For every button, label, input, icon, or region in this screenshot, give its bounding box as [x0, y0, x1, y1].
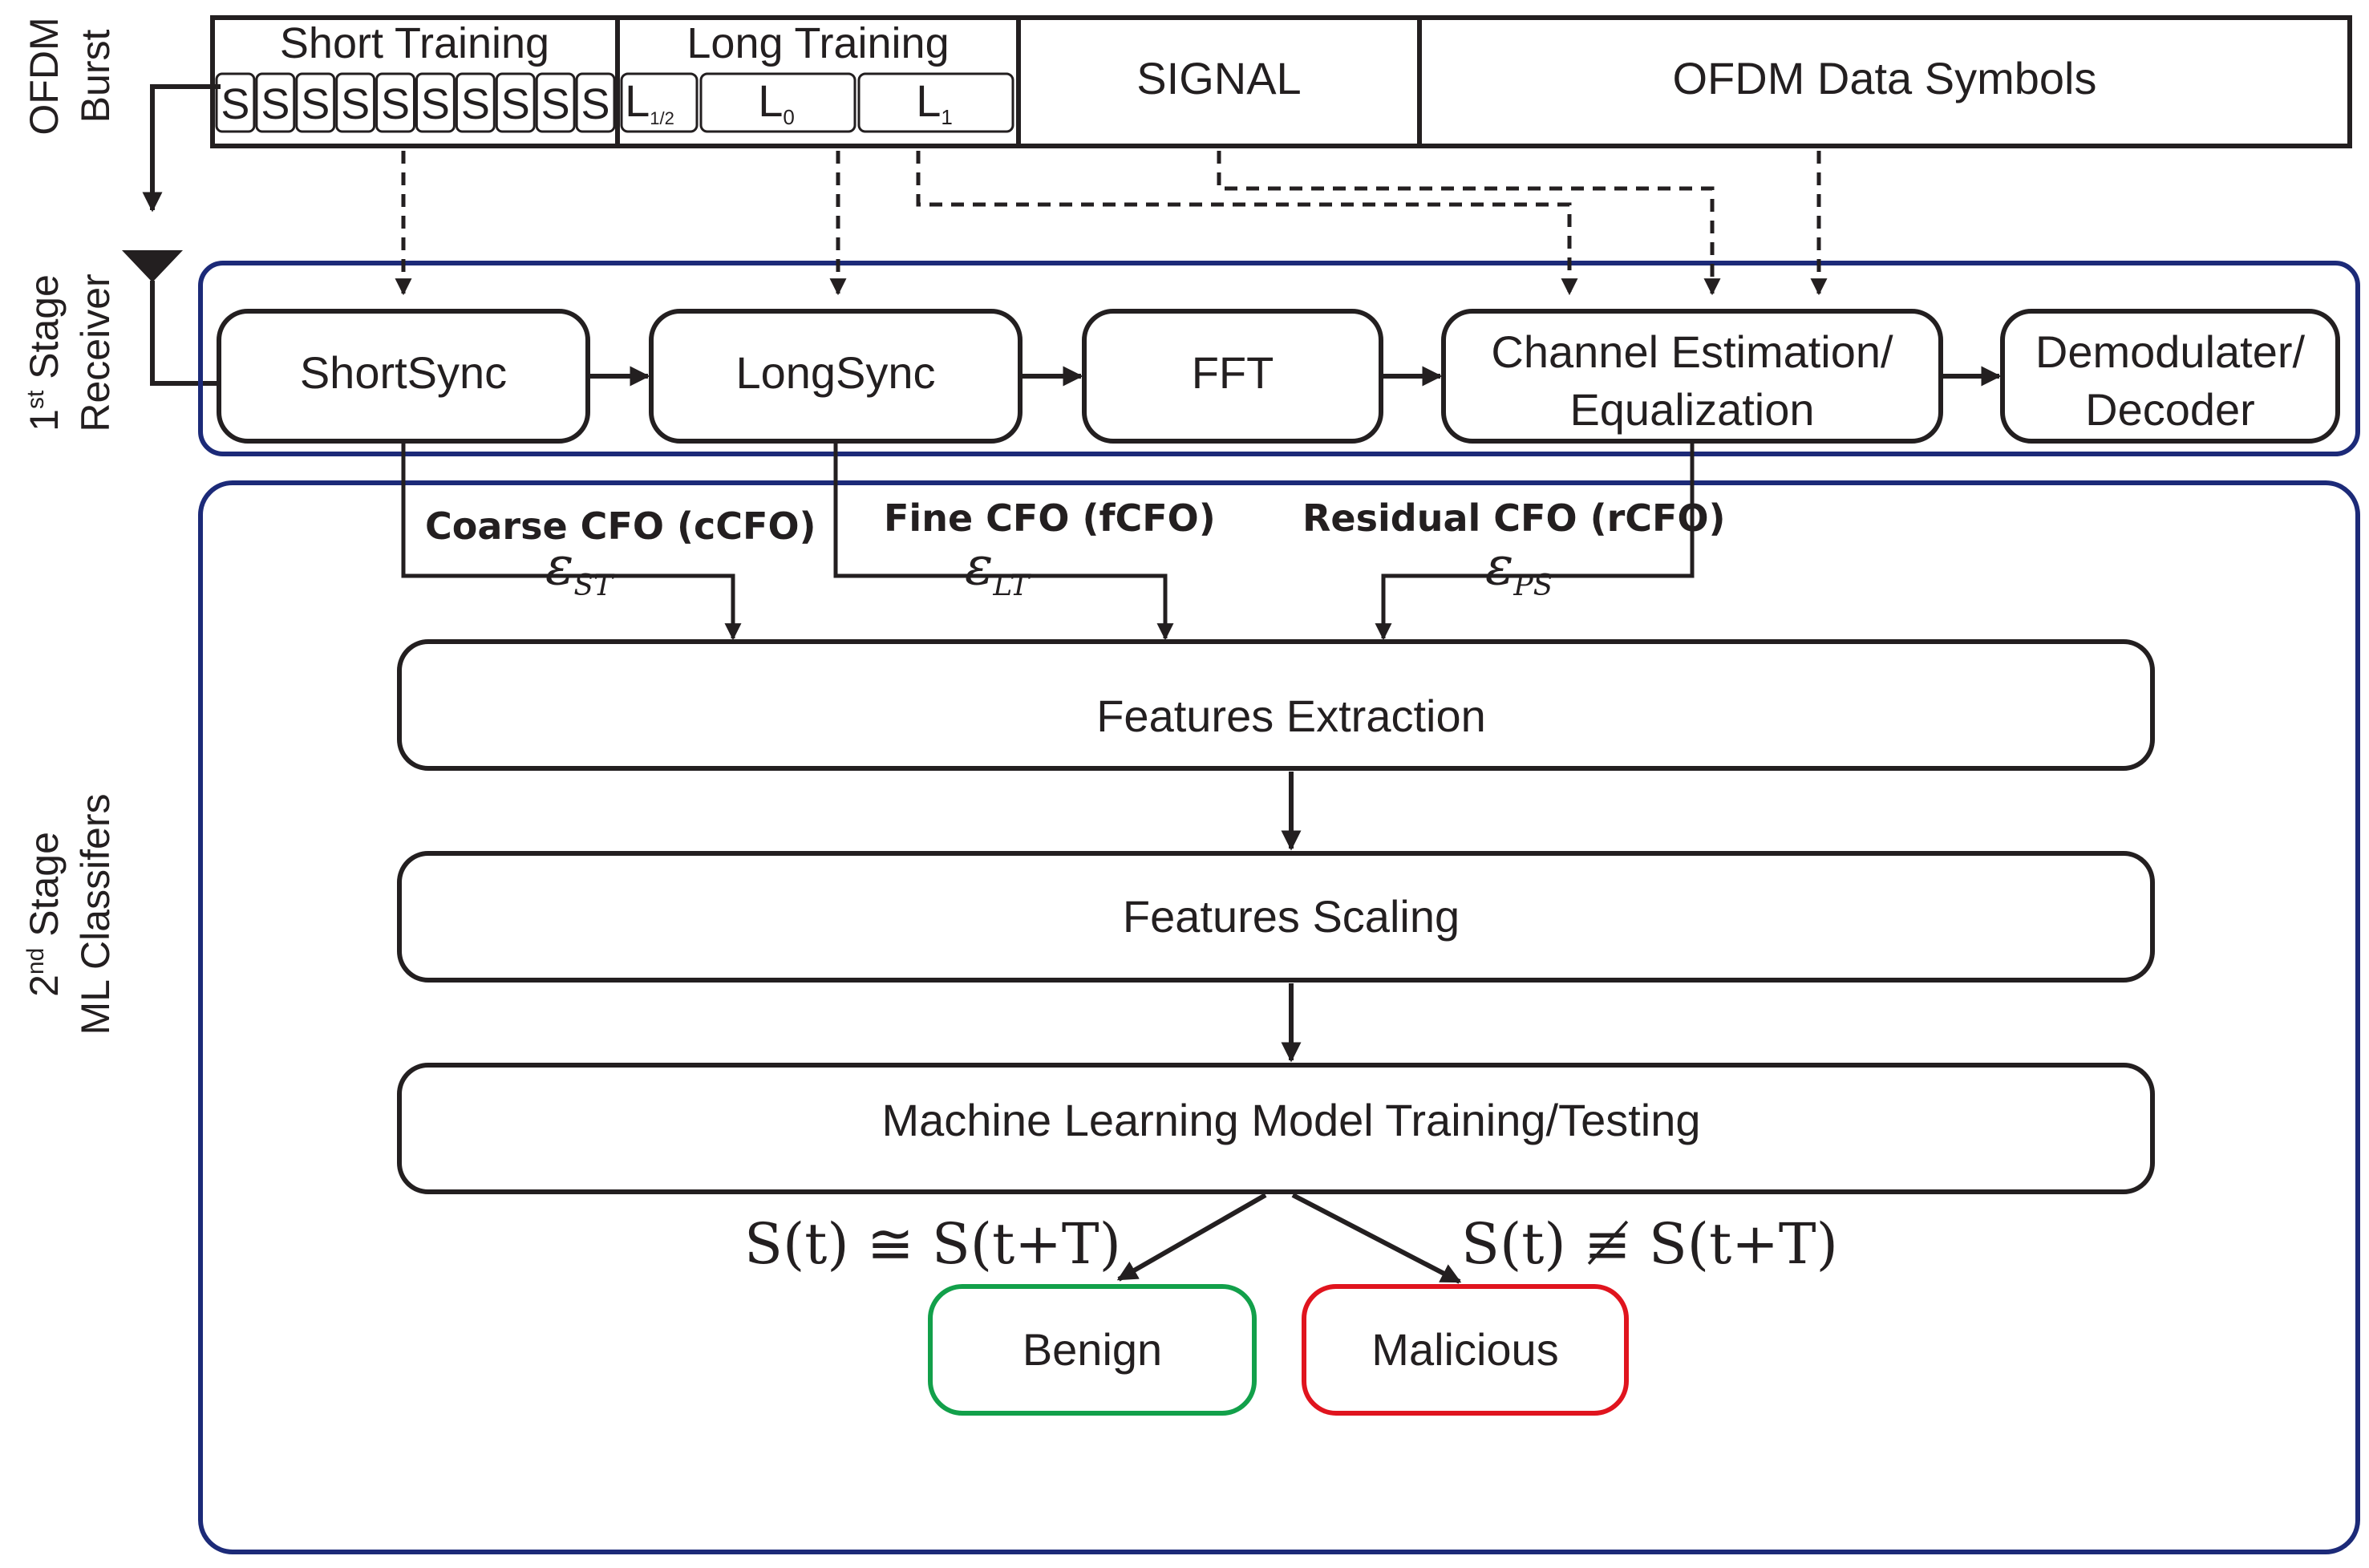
- short-training-label: Short Training: [280, 19, 549, 67]
- stage1-receiver-box: [198, 261, 2360, 456]
- stage2-word: Stage: [22, 832, 67, 937]
- short-symbol-label: S: [301, 80, 330, 128]
- features-extraction-label: Features Extraction: [1096, 691, 1486, 741]
- l-half-symbol: L1/2: [625, 75, 674, 128]
- svg-text:1st Stage: 1st Stage: [22, 274, 67, 432]
- long-training-symbols: [620, 72, 1014, 133]
- short-symbol-label: S: [581, 80, 610, 128]
- svg-text:OFDM: OFDM: [22, 17, 67, 135]
- short-symbol-label: S: [261, 80, 290, 128]
- stage1-sup: st: [22, 390, 49, 409]
- epsilon-st: εST: [545, 535, 615, 602]
- short-symbol-cell: [415, 72, 456, 133]
- dashed-feeds: [395, 151, 1828, 296]
- antenna-icon: [122, 250, 219, 386]
- benign-label: Benign: [1023, 1324, 1162, 1375]
- malicious-label: Malicious: [1371, 1324, 1558, 1375]
- ofdm-burst-side-label: OFDM Burst: [22, 17, 118, 135]
- epsilon-lt: εLT: [965, 535, 1031, 602]
- short-symbol-cell: [255, 72, 296, 133]
- fine-cfo-label: Fine CFO (fCFO): [884, 496, 1216, 540]
- short-symbol-label: S: [341, 80, 370, 128]
- side-label-ofdm: OFDM: [22, 17, 67, 135]
- side-label-burst: Burst: [73, 30, 118, 124]
- svg-text:Receiver: Receiver: [73, 273, 118, 432]
- l0-symbol: L0: [758, 75, 795, 129]
- stage2-num: 2: [22, 974, 67, 997]
- short-symbol-label: S: [541, 80, 570, 128]
- svg-text:ML Classifers: ML Classifers: [73, 794, 118, 1035]
- short-symbol-cell: [495, 72, 536, 133]
- features-scaling-label: Features Scaling: [1123, 891, 1460, 942]
- longsync-label: LongSync: [735, 347, 935, 398]
- demodulator-label-1: Demodulater/: [2035, 326, 2306, 377]
- coarse-cfo-label: Coarse CFO (cCFO): [425, 504, 816, 548]
- demodulator-label-2: Decoder: [2085, 384, 2255, 435]
- short-symbol-cell: [295, 72, 336, 133]
- stage1-receiver: Receiver: [73, 273, 118, 432]
- short-symbol-label: S: [461, 80, 490, 128]
- stage1-num: 1: [22, 409, 67, 432]
- stage2-sup: nd: [22, 948, 49, 974]
- malicious-box: [1302, 1284, 1629, 1416]
- benign-box: [928, 1284, 1257, 1416]
- ml-model-block: [397, 1063, 2155, 1194]
- ml-blocks: [397, 639, 2155, 1194]
- ml-flow-arrows: [1116, 772, 1462, 1284]
- epsilon-ps: εPS: [1485, 535, 1553, 602]
- ofdm-data-symbols-field: OFDM Data Symbols: [1673, 53, 2097, 103]
- features-extraction-block: [397, 639, 2155, 771]
- stage1-side-label: 1st Stage Receiver: [22, 273, 118, 432]
- features-scaling-block: [397, 851, 2155, 983]
- input-signal-path: [142, 84, 221, 213]
- short-symbol-cell: [335, 72, 376, 133]
- short-symbol-cell: [575, 72, 616, 133]
- malicious-condition: S(t) ≢ S(t+T): [1461, 1211, 1838, 1277]
- stage2-ml-classifiers: ML Classifers: [73, 794, 118, 1035]
- l1-symbol: L1: [916, 75, 953, 129]
- short-symbol-cell: [215, 72, 256, 133]
- svg-text:2nd Stage: 2nd Stage: [22, 832, 67, 997]
- residual-cfo-label: Residual CFO (rCFO): [1302, 496, 1726, 540]
- shortsync-label: ShortSync: [300, 347, 507, 398]
- demodulator-block: [2000, 309, 2340, 444]
- long-training-label: Long Training: [686, 19, 949, 67]
- fft-label: FFT: [1192, 347, 1274, 398]
- stage2-side-label: 2nd Stage ML Classifers: [22, 794, 118, 1035]
- short-symbol-cell: [535, 72, 576, 133]
- benign-condition: S(t) ≅ S(t+T): [744, 1211, 1121, 1277]
- svg-text:Burst: Burst: [73, 30, 118, 124]
- receiver-blocks: [217, 309, 2340, 444]
- ofdm-burst-frame: [210, 15, 2352, 148]
- short-symbol-cell: [455, 72, 496, 133]
- short-symbol-label: S: [501, 80, 530, 128]
- signal-field: SIGNAL: [1136, 53, 1301, 103]
- stage1-word: Stage: [22, 274, 67, 379]
- channel-estimation-label-2: Equalization: [1569, 384, 1814, 435]
- fft-block: [1082, 309, 1383, 444]
- ml-model-label: Machine Learning Model Training/Testing: [881, 1095, 1700, 1145]
- short-symbol-cell: [375, 72, 416, 133]
- channel-estimation-label-1: Channel Estimation/: [1491, 326, 1893, 377]
- short-symbol-label: S: [421, 80, 450, 128]
- short-symbol-label: S: [381, 80, 410, 128]
- cfo-lines: [401, 441, 1695, 641]
- stage2-classifier-box: [198, 480, 2360, 1554]
- short-symbol-label: S: [221, 80, 249, 128]
